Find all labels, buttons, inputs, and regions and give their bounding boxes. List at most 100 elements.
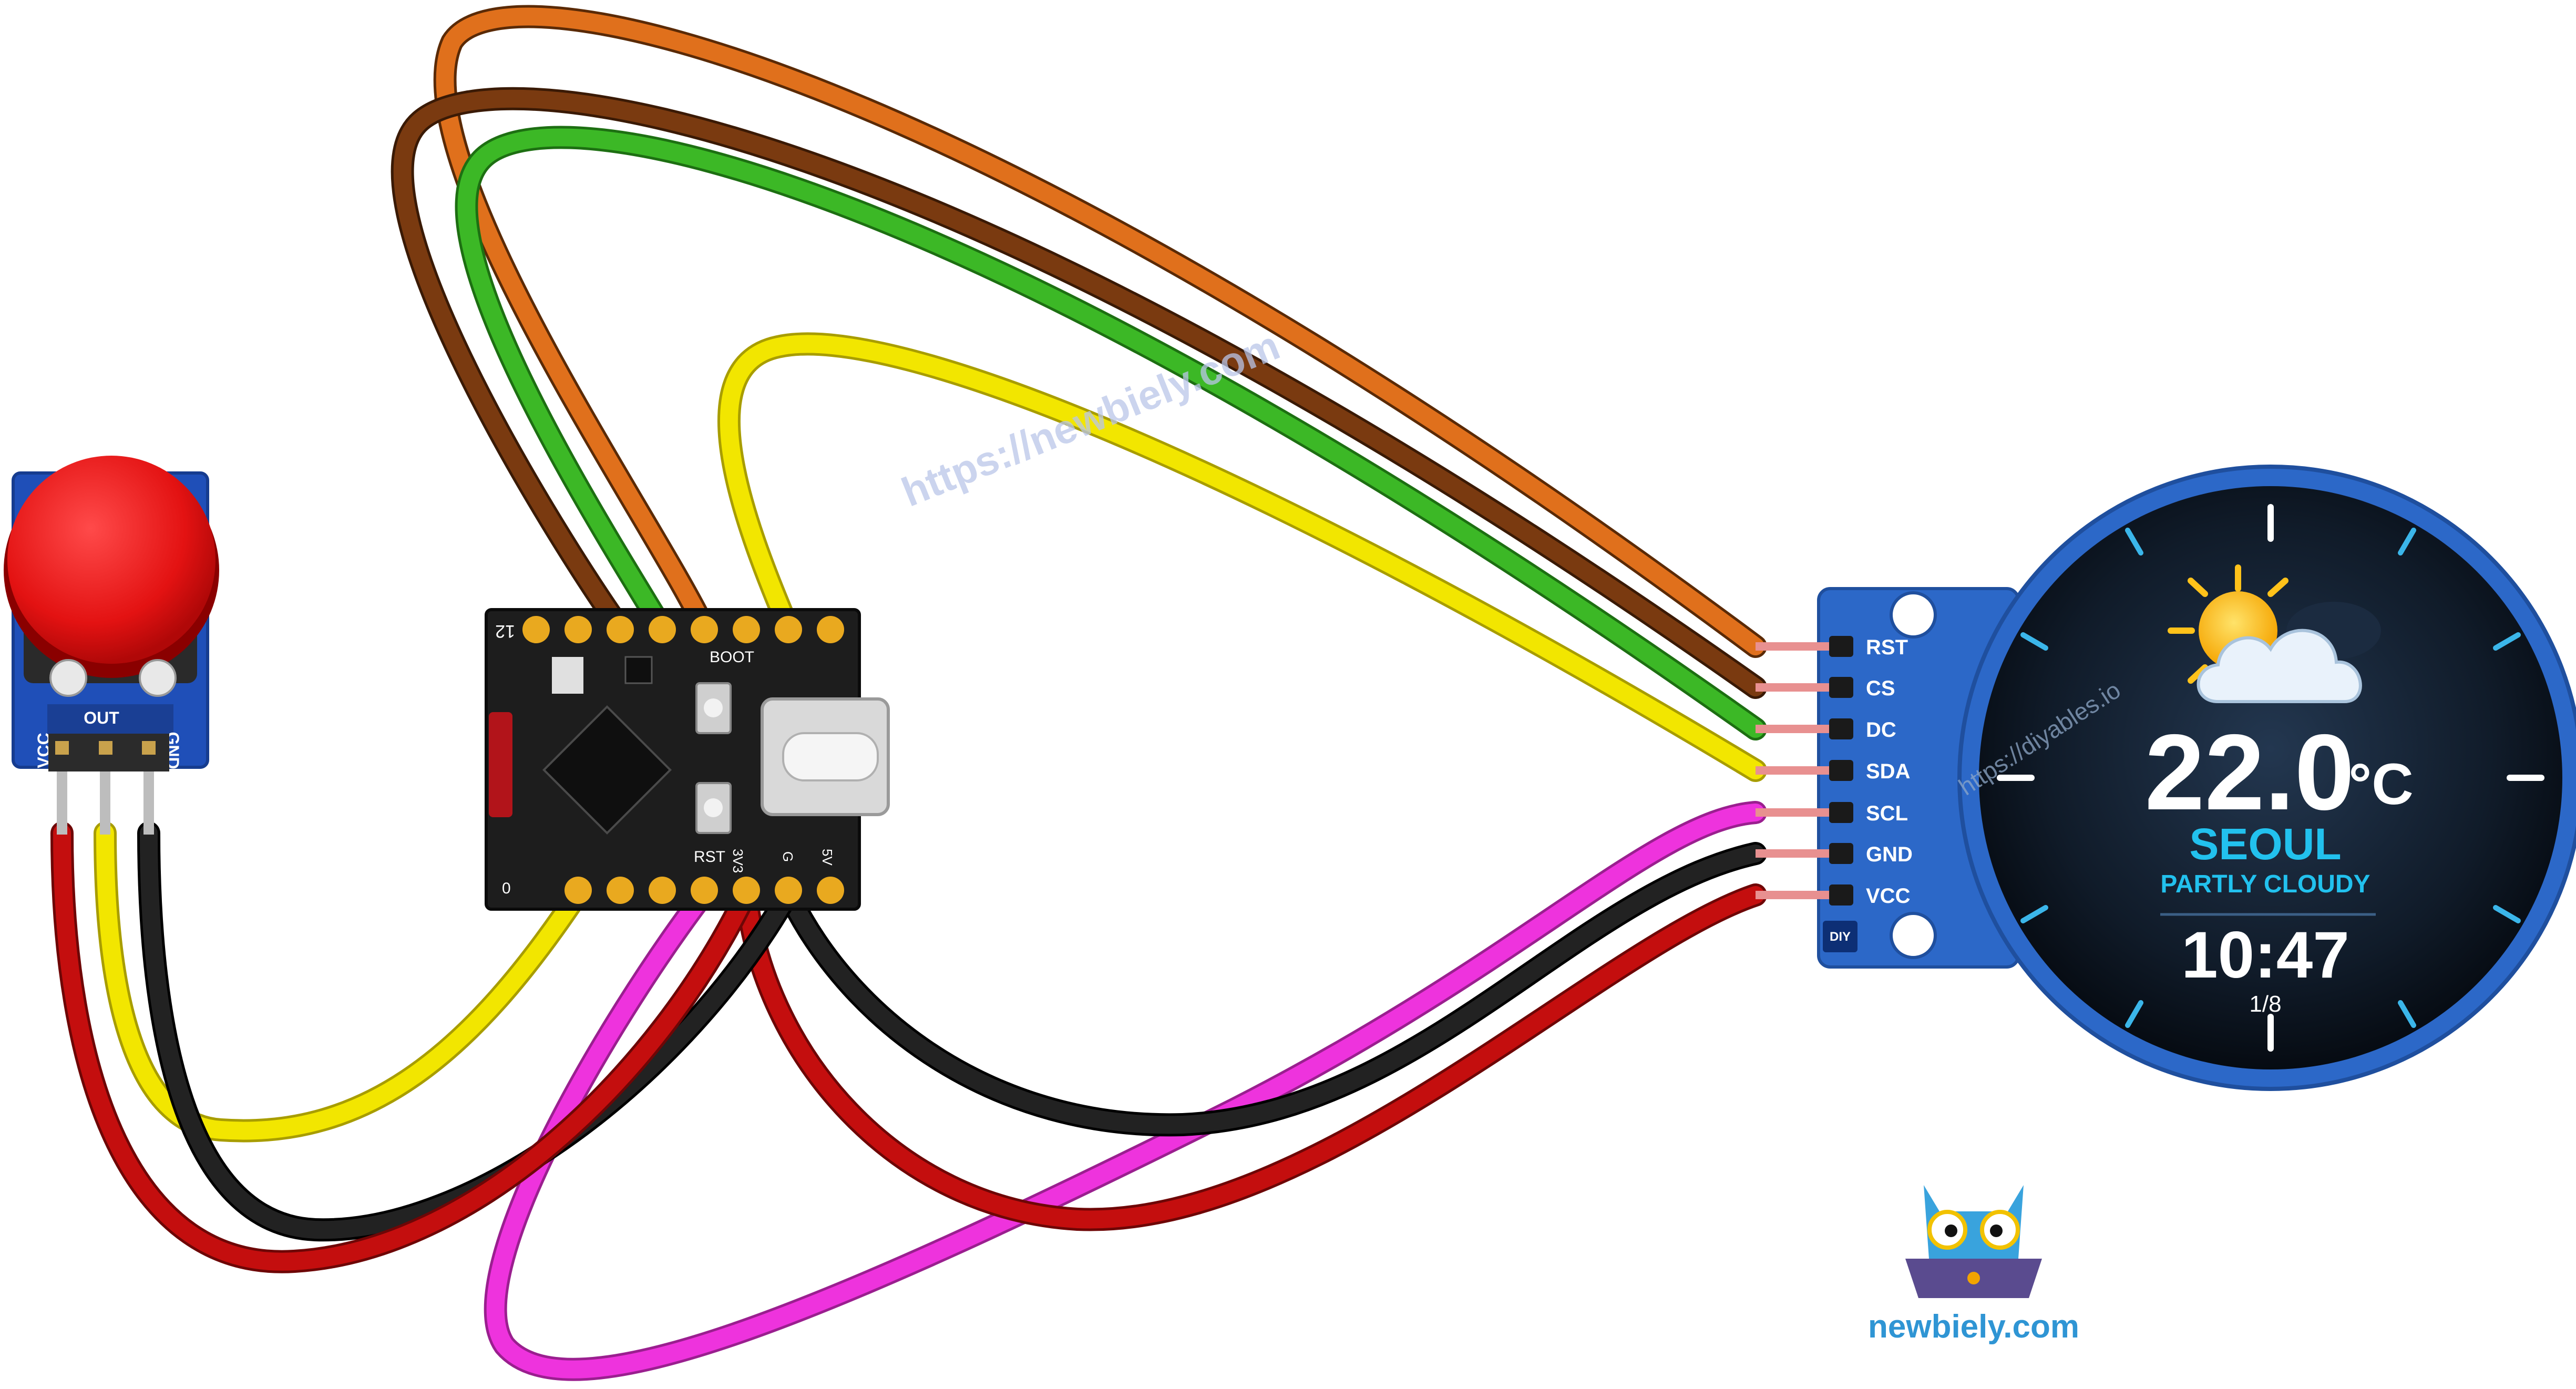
push-button[interactable] — [7, 456, 215, 664]
silk-5v-label: 5V — [819, 849, 835, 866]
board-pin — [817, 616, 844, 643]
weather-condition: PARTLY CLOUDY — [2160, 870, 2370, 898]
mcu-board: 12 BOOT RST 3V3 G 5V 0 — [485, 608, 890, 911]
display-lead — [1756, 766, 1829, 775]
owl-pupil — [1990, 1225, 2003, 1237]
button-stem — [139, 659, 177, 697]
board-pin — [691, 616, 718, 643]
wire-orange-rst — [436, 7, 1764, 655]
pin-leg-gnd — [143, 771, 154, 835]
display-pin-gnd — [1829, 843, 1853, 864]
display-pin-dc — [1829, 718, 1853, 739]
board-pin — [522, 616, 550, 643]
board-pin — [607, 877, 634, 904]
pin-leg-out — [100, 771, 110, 835]
silk-0-label: 0 — [502, 880, 511, 897]
board-chip-small — [552, 657, 583, 694]
reset-button-cap — [704, 798, 723, 817]
pin-label-out: OUT — [84, 708, 119, 727]
board-pin — [607, 616, 634, 643]
dial-tick-8 — [2020, 905, 2048, 923]
usb-c-port-inner — [782, 732, 879, 781]
button-module: OUT VCC GND — [4, 456, 219, 835]
board-pin — [649, 877, 676, 904]
dial-tick-5 — [2398, 1000, 2416, 1028]
wire-yellow-out — [96, 824, 587, 1140]
display-pin-vcc — [1829, 884, 1853, 906]
display-lead — [1756, 849, 1829, 858]
newbiely-logo: newbiely.com — [1868, 1185, 2079, 1345]
display-pin-label-rst: RST — [1866, 636, 1908, 659]
wire-red-vcc — [735, 882, 1767, 1231]
board-top-pins — [522, 616, 844, 643]
dial-tick-11 — [2125, 528, 2143, 555]
silk-rst-label: RST — [694, 848, 725, 866]
board-pin — [565, 877, 592, 904]
dial-tick-4 — [2493, 905, 2521, 923]
display-pin-label-gnd: GND — [1866, 843, 1913, 866]
pin-header-vcc — [55, 741, 69, 755]
dial-ticks — [1997, 504, 2544, 1052]
board-bottom-pins — [565, 877, 844, 904]
wire-red-button-vcc — [53, 824, 755, 1271]
display-lead — [1756, 891, 1829, 899]
clock-time: 10:47 — [2181, 919, 2349, 992]
board-chip — [542, 705, 672, 835]
silk-corner-label: 12 — [495, 621, 515, 641]
pin-header-out — [99, 741, 112, 755]
board-pin — [649, 616, 676, 643]
temperature-unit: °C — [2348, 752, 2413, 817]
pin-header-gnd — [142, 741, 156, 755]
board-chip-small — [624, 656, 653, 684]
display-pin-label-vcc: VCC — [1866, 884, 1910, 908]
board-pin — [691, 877, 718, 904]
display-module: RST CS DC SDA SCL GND VCC DIY — [1756, 465, 2576, 1091]
board-pin — [817, 877, 844, 904]
board-pin — [775, 877, 802, 904]
boot-button-cap — [704, 698, 723, 717]
board-pin — [565, 616, 592, 643]
city-name: SEOUL — [2189, 819, 2341, 869]
dial-tick-7 — [2125, 1000, 2143, 1028]
dial-tick-2 — [2493, 632, 2521, 651]
wire-black-button-gnd — [140, 824, 797, 1239]
wire-black-gnd — [779, 845, 1764, 1134]
brand-name: newbiely.com — [1868, 1309, 2079, 1345]
temperature-value: 22.0 — [2145, 712, 2355, 832]
dial-tick-10 — [2020, 632, 2048, 651]
display-pin-cs — [1829, 677, 1853, 698]
display-pin-header: RST CS DC SDA SCL GND VCC — [1756, 636, 1913, 908]
display-screen — [1979, 486, 2562, 1069]
mount-hole — [1890, 912, 1937, 959]
board-pin — [733, 616, 760, 643]
pin-label-bar — [47, 704, 173, 734]
display-pin-label-cs: CS — [1866, 677, 1895, 700]
display-pin-sda — [1829, 760, 1853, 781]
silk-3v3-label: 3V3 — [730, 849, 746, 873]
dial-tick-1 — [2398, 528, 2416, 555]
wire-brown-cs — [393, 89, 1764, 696]
display-pin-label-dc: DC — [1866, 718, 1896, 742]
silk-boot-label: BOOT — [710, 649, 754, 666]
wire-yellow-sda — [720, 335, 1764, 779]
diy-logo — [1823, 921, 1857, 952]
display-lead — [1756, 683, 1829, 692]
wires — [50, 5, 1767, 1381]
board-pin — [775, 616, 802, 643]
silk-g-label: G — [780, 851, 796, 862]
display-lead — [1756, 808, 1829, 817]
mount-hole — [1890, 591, 1937, 639]
diy-logo-text: DIY — [1830, 930, 1851, 944]
pin-leg-vcc — [57, 771, 67, 835]
board-antenna — [489, 712, 512, 817]
board-pin — [733, 877, 760, 904]
display-lead — [1756, 725, 1829, 733]
laptop-dot — [1967, 1272, 1980, 1284]
partly-cloudy-icon — [2168, 564, 2381, 703]
display-pin-rst — [1829, 636, 1853, 657]
display-pin-scl — [1829, 802, 1853, 823]
owl-pupil — [1945, 1225, 1957, 1237]
button-stem — [49, 659, 87, 697]
